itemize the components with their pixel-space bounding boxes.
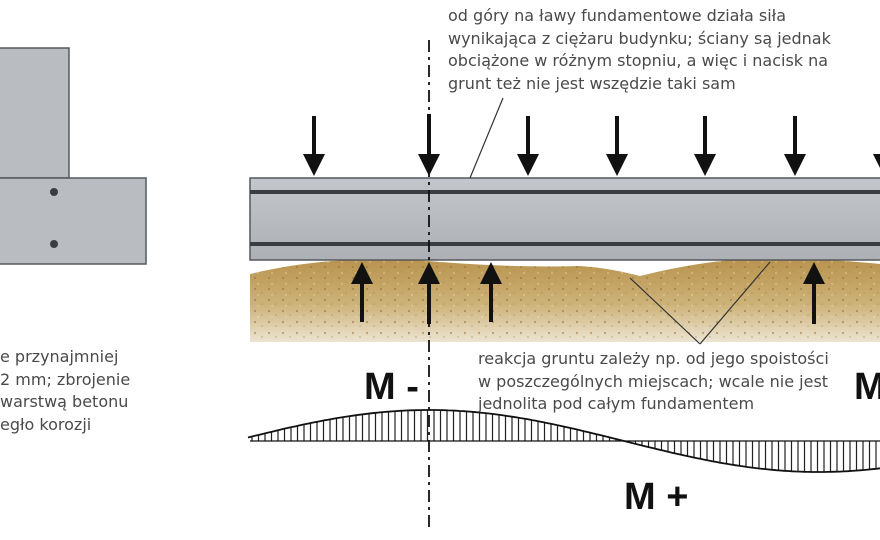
moment-hatching (251, 410, 877, 472)
load-arrows-group (303, 114, 880, 176)
load-arrow-head (873, 154, 880, 168)
note-line: od góry na ławy fundamentowe działa siła (448, 6, 787, 25)
load-description: od góry na ławy fundamentowe działa siła… (448, 5, 831, 95)
leader-line-bottom-left (629, 277, 701, 345)
rebar-dot (50, 188, 58, 196)
note-line: reakcja gruntu zależy np. od jego spoist… (478, 349, 829, 368)
reaction-arrow-head (803, 262, 825, 284)
load-arrow (784, 116, 806, 176)
note-line: e przynajmniej (0, 347, 119, 366)
load-arrow-head (303, 154, 325, 176)
moment-right-label: M (854, 366, 880, 408)
note-line: wynikająca z ciężaru budynku; ściany są … (448, 28, 831, 48)
note-line: w poszczególnych miejscach; wcale nie je… (478, 371, 829, 391)
load-arrow (606, 116, 628, 176)
load-arrow-head (517, 154, 539, 176)
rebar-top (250, 190, 880, 194)
reaction-arrow (418, 262, 440, 324)
wall-section (0, 47, 70, 179)
reaction-arrow-head (480, 262, 502, 284)
load-arrow (517, 116, 539, 176)
foundation-beam (249, 177, 880, 261)
reaction-arrow-head (351, 262, 373, 284)
moment-curve (247, 409, 880, 473)
reinforcement-description: e przynajmniej 2 mm; zbrojenie warstwą b… (0, 346, 130, 436)
moment-positive-label: M + (624, 476, 689, 518)
rebar-dot (50, 240, 58, 248)
leader-line-top (469, 97, 504, 179)
note-line: grunt też nie jest wszędzie taki sam (448, 73, 736, 93)
leader-line-bottom-right (699, 261, 771, 345)
note-line: warstwą betonu (0, 392, 129, 411)
note-line: 2 mm; zbrojenie (0, 369, 131, 389)
reaction-arrows-group (351, 262, 825, 324)
rebar-bottom (250, 242, 880, 246)
load-arrow-head (418, 154, 440, 176)
load-arrow-head (606, 154, 628, 176)
reaction-arrow (351, 262, 373, 322)
load-arrow (873, 154, 880, 168)
load-arrow-head (784, 154, 806, 176)
reaction-arrow (803, 262, 825, 324)
moment-negative-label: M - (364, 366, 419, 408)
bending-moment-diagram (247, 409, 880, 473)
load-arrow-head (694, 154, 716, 176)
soil-texture (250, 257, 880, 342)
load-arrow (694, 116, 716, 176)
soil-reaction-description: reakcja gruntu zależy np. od jego spoist… (478, 348, 829, 416)
note-line: egło korozji (0, 414, 92, 434)
footing-section (0, 177, 147, 265)
note-line: jednolita pod całym fundamentem (478, 394, 755, 413)
load-arrow (303, 116, 325, 176)
load-arrow (418, 114, 440, 176)
soil-layer (250, 257, 880, 342)
reaction-arrow-head (418, 262, 440, 284)
note-line: obciążone w różnym stopniu, a więc i nac… (448, 51, 829, 70)
footing-cross-section (0, 47, 147, 265)
reaction-arrow (480, 262, 502, 322)
leader-lines (469, 97, 771, 345)
